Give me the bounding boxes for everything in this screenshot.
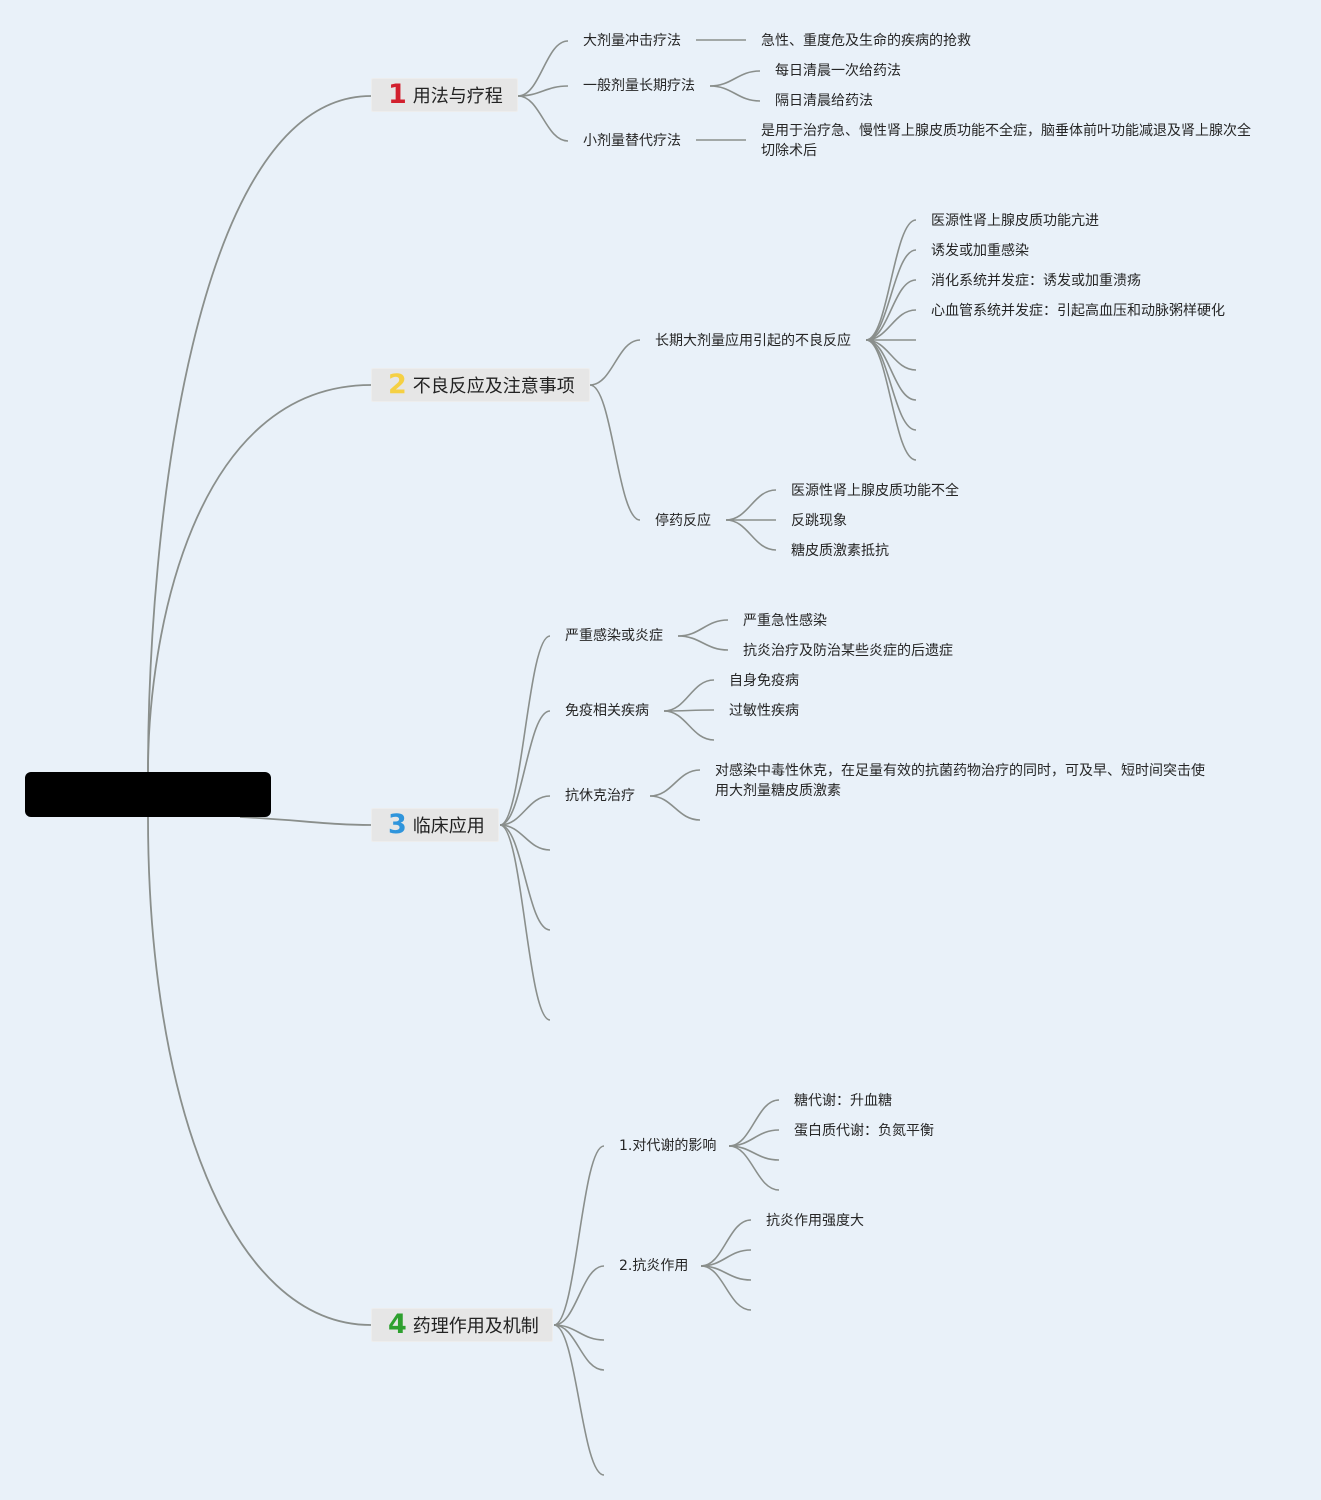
branch-usage-course[interactable]: 1 用法与疗程: [371, 78, 518, 112]
link-b2-b-child-2: [725, 519, 777, 551]
link-b3-child-4: [499, 824, 551, 931]
link-root-b1: [147, 95, 372, 773]
branch-number-3: 3: [388, 809, 407, 840]
node-withdrawal-reaction[interactable]: 停药反应: [655, 513, 711, 529]
node-rebound[interactable]: 反跳现象: [791, 513, 847, 529]
node-anti-inflammatory-effect[interactable]: 2.抗炎作用: [619, 1258, 689, 1274]
link-b1-b2: [709, 85, 761, 102]
node-protein-metabolism[interactable]: 蛋白质代谢：负氮平衡: [794, 1123, 934, 1139]
branch-number-4: 4: [388, 1309, 407, 1340]
link-b4-a-child-3: [728, 1145, 780, 1191]
node-severe-acute-infection[interactable]: 严重急性感染: [743, 613, 827, 629]
node-normal-dose-long-term[interactable]: 一般剂量长期疗法: [583, 78, 695, 94]
link-b2-b: [589, 384, 641, 521]
link-b4-child-3: [553, 1324, 605, 1371]
link-root-b2: [147, 384, 372, 773]
node-digestive-complication[interactable]: 消化系统并发症：诱发或加重溃疡: [931, 273, 1141, 289]
branch-number-1: 1: [388, 79, 407, 110]
link-root-b4: [147, 816, 372, 1326]
branch-number-2: 2: [388, 369, 407, 400]
node-anti-inflammatory-sequelae[interactable]: 抗炎治疗及防治某些炎症的后遗症: [743, 643, 953, 659]
node-allergic[interactable]: 过敏性疾病: [729, 703, 799, 719]
node-immune-diseases[interactable]: 免疫相关疾病: [565, 703, 649, 719]
link-b1-b: [517, 85, 569, 97]
branch-pharmacology[interactable]: 4 药理作用及机制: [371, 1308, 553, 1342]
link-b3-c-child-1: [649, 795, 701, 821]
link-b3-child-1: [499, 710, 551, 826]
node-high-dose-pulse-detail[interactable]: 急性、重度危及生命的疾病的抢救: [761, 33, 971, 49]
link-b1-c: [517, 95, 569, 142]
link-b2-a-child-3: [865, 309, 917, 341]
node-glucose-metabolism[interactable]: 糖代谢：升血糖: [794, 1093, 892, 1109]
link-b1-b1: [709, 70, 761, 87]
link-b2-a-child-2: [865, 279, 917, 341]
node-anti-shock[interactable]: 抗休克治疗: [565, 788, 635, 804]
node-alternate-day-morning[interactable]: 隔日清晨给药法: [775, 93, 873, 109]
node-low-dose-replacement[interactable]: 小剂量替代疗法: [583, 133, 681, 149]
link-b4-child-1: [553, 1265, 605, 1326]
link-b3-a-child-1: [677, 635, 729, 651]
link-b2-a-child-0: [865, 219, 917, 341]
branch-label-adverse-reactions: 不良反应及注意事项: [412, 376, 575, 397]
branch-adverse-reactions[interactable]: 2 不良反应及注意事项: [371, 368, 590, 402]
root-node-redacted[interactable]: [25, 772, 271, 817]
node-autoimmune[interactable]: 自身免疫病: [729, 673, 799, 689]
link-b3-a-child-0: [677, 619, 729, 637]
link-b2-a-child-1: [865, 249, 917, 341]
node-strong-anti-inflammatory[interactable]: 抗炎作用强度大: [766, 1213, 864, 1229]
link-b3-child-2: [499, 795, 551, 826]
link-b3-child-3: [499, 824, 551, 851]
link-b2-a-child-7: [865, 339, 917, 431]
link-b4-child-4: [553, 1324, 605, 1476]
link-b3-child-5: [499, 824, 551, 1021]
node-glucocorticoid-resistance[interactable]: 糖皮质激素抵抗: [791, 543, 889, 559]
node-metabolism-effect[interactable]: 1.对代谢的影响: [619, 1138, 717, 1154]
link-b3-child-0: [499, 635, 551, 826]
link-root-b3: [239, 816, 372, 826]
node-high-dose-pulse[interactable]: 大剂量冲击疗法: [583, 33, 681, 49]
link-b2-a-child-8: [865, 339, 917, 461]
node-anti-shock-detail[interactable]: 对感染中毒性休克，在足量有效的抗菌药物治疗的同时，可及早、短时间突击使用大剂量糖…: [715, 763, 1205, 799]
link-b1-a: [517, 40, 569, 97]
branch-label-pharmacology: 药理作用及机制: [412, 1316, 539, 1337]
node-severe-infection-inflammation[interactable]: 严重感染或炎症: [565, 628, 663, 644]
link-b3-b-child-1: [663, 709, 715, 712]
link-b4-b-child-0: [700, 1219, 752, 1267]
link-b3-c-child-0: [649, 769, 701, 797]
node-daily-morning[interactable]: 每日清晨一次给药法: [775, 63, 901, 79]
branch-label-usage-course: 用法与疗程: [412, 86, 503, 107]
link-b3-b-child-2: [663, 710, 715, 741]
link-b2-a: [589, 339, 641, 386]
node-long-term-high-dose-adverse[interactable]: 长期大剂量应用引起的不良反应: [655, 333, 851, 349]
link-b2-b-child-0: [725, 489, 777, 521]
link-b2-a-child-6: [865, 339, 917, 401]
node-low-dose-replacement-detail[interactable]: 是用于治疗急、慢性肾上腺皮质功能不全症，脑垂体前叶功能减退及肾上腺次全切除术后: [761, 123, 1251, 159]
node-iatrogenic-hypercortisolism[interactable]: 医源性肾上腺皮质功能亢进: [931, 213, 1099, 229]
link-b4-a-child-0: [728, 1099, 780, 1147]
link-b4-b-child-3: [700, 1265, 752, 1311]
branch-label-clinical-application: 临床应用: [412, 816, 485, 837]
branch-clinical-application[interactable]: 3 临床应用: [371, 808, 499, 842]
node-infection[interactable]: 诱发或加重感染: [931, 243, 1029, 259]
node-iatrogenic-adrenal-insufficiency[interactable]: 医源性肾上腺皮质功能不全: [791, 483, 959, 499]
link-b4-child-0: [553, 1145, 605, 1326]
node-cardiovascular-complication[interactable]: 心血管系统并发症：引起高血压和动脉粥样硬化: [931, 303, 1225, 319]
link-b3-b-child-0: [663, 679, 715, 712]
